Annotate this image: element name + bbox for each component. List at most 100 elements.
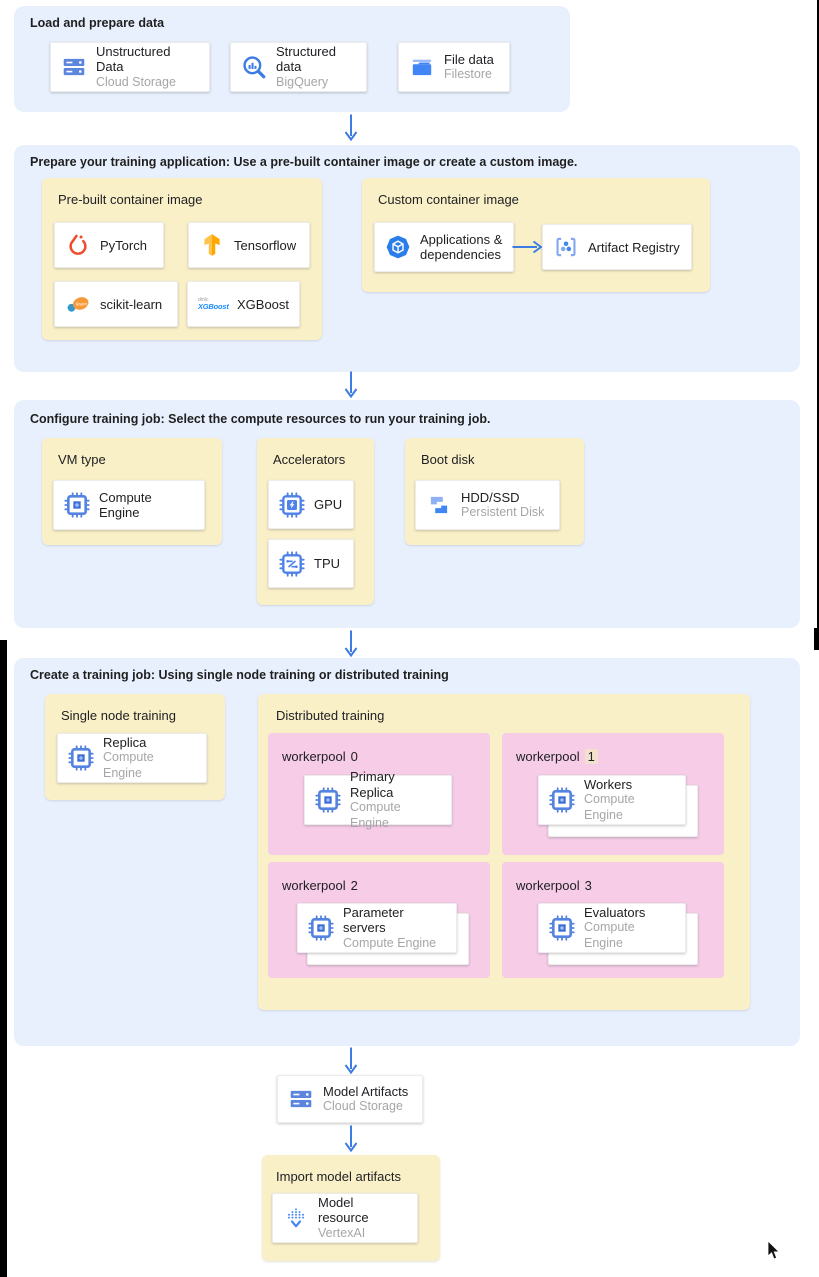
vertex-ai-icon: [283, 1205, 309, 1231]
model-resource-card: Model resource VertexAI: [272, 1193, 418, 1243]
group-title: VM type: [58, 452, 106, 467]
card-sublabel: Persistent Disk: [461, 505, 545, 519]
artifact-registry-icon: [553, 234, 579, 260]
section-configure-job: Configure training job: Select the compu…: [14, 400, 800, 628]
cloud-storage-icon: [61, 54, 87, 80]
card-label: Unstructured Data: [96, 43, 171, 75]
evaluators-card: Evaluators Compute Engine: [538, 903, 686, 953]
gpu-icon: [279, 492, 305, 518]
custom-container-group: Custom container image Applications & de…: [362, 178, 710, 292]
applications-dependencies-card: Applications & dependencies: [374, 222, 514, 272]
tensorflow-card: Tensorflow: [188, 222, 310, 268]
scikit-learn-icon: [65, 291, 91, 317]
group-title: Custom container image: [378, 192, 519, 207]
card-sublabel: Cloud Storage: [96, 74, 176, 89]
flow-arrow-down-icon: [342, 630, 360, 658]
bigquery-icon: [241, 54, 267, 80]
card-label: GPU: [314, 497, 343, 512]
group-title: Distributed training: [276, 708, 385, 723]
compute-engine-icon: [68, 745, 94, 771]
compute-engine-card: Compute Engine: [53, 480, 205, 530]
group-title: Import model artifacts: [276, 1169, 401, 1184]
card-label: XGBoost: [237, 296, 290, 312]
compute-engine-icon: [549, 915, 575, 941]
artifact-registry-card: Artifact Registry: [542, 224, 692, 270]
structured-data-card: Structured data BigQuery: [230, 42, 367, 92]
parameter-servers-card: Parameter servers Compute Engine: [297, 903, 457, 953]
card-label: PyTorch: [100, 237, 147, 253]
card-label: Artifact Registry: [588, 239, 680, 255]
pytorch-card: PyTorch: [54, 222, 164, 268]
card-label: scikit-learn: [100, 296, 163, 312]
primary-replica-card: Primary Replica Compute Engine: [304, 769, 452, 830]
vm-type-group: VM type Compute Engine: [42, 438, 222, 545]
compute-engine-icon: [308, 915, 334, 941]
compute-engine-icon: [549, 787, 575, 813]
card-label: Primary Replica: [350, 769, 395, 800]
card-sublabel: Compute Engine: [103, 750, 154, 780]
flow-arrow-down-icon: [342, 371, 360, 399]
pytorch-icon: [65, 232, 91, 258]
unstructured-data-card: Unstructured Data Cloud Storage: [50, 42, 210, 92]
flow-arrow-down-icon: [342, 114, 360, 142]
card-label: Workers: [584, 776, 633, 792]
card-sublabel: Cloud Storage: [323, 1099, 403, 1113]
card-label: Model Artifacts: [323, 1083, 409, 1099]
xgboost-card: dmlc XGBoost XGBoost: [187, 281, 300, 327]
card-label: Model resource: [318, 1194, 369, 1226]
section-title: Create a training job: Using single node…: [30, 668, 449, 682]
tpu-card: TPU: [268, 539, 354, 588]
file-data-card: File data Filestore: [398, 42, 510, 92]
applications-icon: [385, 234, 411, 260]
section-load-data: Load and prepare data Unstructured Data …: [14, 6, 570, 112]
flow-arrow-right-icon: [512, 239, 544, 255]
mouse-cursor-icon: [765, 1240, 781, 1262]
card-label: Replica: [103, 734, 147, 750]
highlighted-number: 1: [584, 749, 598, 764]
flow-arrow-down-icon: [342, 1047, 360, 1075]
card-label: HDD/SSD: [461, 489, 520, 505]
xgboost-icon: dmlc XGBoost: [198, 296, 229, 311]
single-node-group: Single node training Replica Compute Eng…: [45, 694, 225, 800]
card-label: Parameter servers: [343, 904, 404, 936]
prebuilt-container-group: Pre-built container image PyTorch Tensor…: [42, 178, 322, 340]
tensorflow-icon: [199, 232, 225, 258]
accelerators-group: Accelerators GPU TPU: [257, 438, 374, 605]
window-edge-right-nub: [814, 628, 819, 650]
window-edge-right: [817, 0, 819, 629]
workers-card: Workers Compute Engine: [538, 775, 686, 825]
card-label: Tensorflow: [234, 237, 297, 253]
tpu-icon: [279, 551, 305, 577]
gpu-card: GPU: [268, 480, 354, 529]
section-prepare-application: Prepare your training application: Use a…: [14, 145, 800, 372]
model-artifacts-card: Model Artifacts Cloud Storage: [277, 1075, 423, 1123]
card-sublabel: Compute Engine: [584, 920, 635, 950]
card-sublabel: VertexAI: [318, 1225, 366, 1240]
compute-engine-icon: [64, 492, 90, 518]
card-label: Evaluators: [584, 904, 646, 920]
section-title: Configure training job: Select the compu…: [30, 412, 491, 426]
card-sublabel: BigQuery: [276, 74, 329, 89]
card-sublabel: Compute Engine: [584, 792, 635, 822]
group-title: Single node training: [61, 708, 176, 723]
replica-card: Replica Compute Engine: [57, 733, 207, 783]
boot-disk-group: Boot disk HDD/SSD Persistent Disk: [405, 438, 584, 545]
card-sublabel: Filestore: [444, 67, 492, 81]
group-title: Accelerators: [273, 452, 346, 467]
persistent-disk-icon: [426, 492, 452, 518]
card-label: File data: [444, 51, 494, 67]
section-title: Prepare your training application: Use a…: [30, 155, 578, 169]
section-title: Load and prepare data: [30, 16, 165, 30]
card-label: Structured data: [276, 43, 336, 75]
persistent-disk-card: HDD/SSD Persistent Disk: [415, 480, 560, 530]
card-sublabel: Compute Engine: [350, 800, 401, 830]
group-title: Boot disk: [421, 452, 475, 467]
